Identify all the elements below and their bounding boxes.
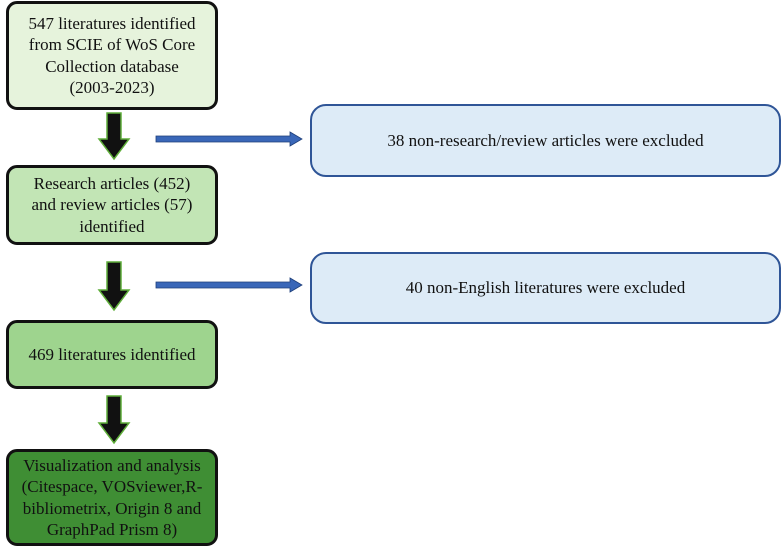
step-text-analysis: Visualization and analysis (Citespace, V… <box>21 455 203 539</box>
step-box-included: 469 literatures identified <box>6 320 218 389</box>
step-text-article-types: Research articles (452) and review artic… <box>31 173 193 236</box>
step-box-identified: 547 literatures identified from SCIE of … <box>6 1 218 110</box>
down-arrow-2 <box>97 261 131 312</box>
down-arrow-1 <box>97 112 131 161</box>
step-text-included: 469 literatures identified <box>28 344 196 364</box>
step-text-identified: 547 literatures identified from SCIE of … <box>28 13 196 97</box>
exclusion-text-language: 40 non-English literatures were excluded <box>405 278 686 297</box>
exclusion-text-article-type: 38 non-research/review articles were exc… <box>387 130 704 150</box>
step-box-analysis: Visualization and analysis (Citespace, V… <box>6 449 218 546</box>
side-arrow-1 <box>155 131 303 147</box>
exclusion-box-article-type: 38 non-research/review articles were exc… <box>310 104 781 177</box>
side-arrow-2 <box>155 277 303 293</box>
exclusion-box-language: 40 non-English literatures were excluded <box>310 252 781 324</box>
down-arrow-3 <box>97 395 131 445</box>
step-box-article-types: Research articles (452) and review artic… <box>6 165 218 245</box>
